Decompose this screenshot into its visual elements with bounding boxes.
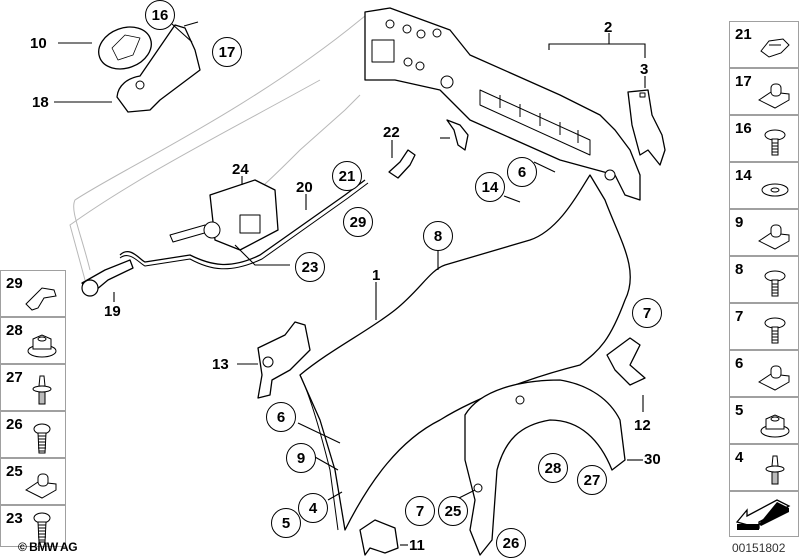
callout-circle-26: 26 bbox=[496, 528, 526, 558]
legend-cell-26: 26 bbox=[0, 411, 66, 458]
forward-direction-arrow-icon bbox=[735, 499, 791, 530]
legend-cell-17: 17 bbox=[729, 68, 799, 115]
bracket-part-3 bbox=[627, 89, 666, 166]
callout-24: 30 bbox=[644, 451, 661, 468]
callout-circle-27: 27 bbox=[577, 465, 607, 495]
screw-part-20 bbox=[388, 149, 416, 179]
legend-cell-9: 9 bbox=[729, 209, 799, 256]
callout-19: 20 bbox=[296, 179, 313, 196]
legend-cell-6: 6 bbox=[729, 350, 799, 397]
callout-13: 13 bbox=[212, 356, 229, 373]
callout-circle-9: 9 bbox=[286, 443, 316, 473]
legend-part-number: 25 bbox=[6, 463, 23, 480]
legend-part-number: 6 bbox=[735, 355, 744, 372]
legend-cell-8: 8 bbox=[729, 256, 799, 303]
legend-part-number: 7 bbox=[735, 308, 744, 325]
legend-cell-7: 7 bbox=[729, 303, 799, 350]
fuel-filler-housing bbox=[116, 24, 201, 113]
bracket-part-30 bbox=[446, 119, 469, 151]
callout-circle-14: 14 bbox=[475, 172, 505, 202]
copyright-label: © BMW AG bbox=[18, 540, 78, 554]
callout-15: 18 bbox=[32, 94, 49, 111]
legend-part-number: 26 bbox=[6, 416, 23, 433]
document-number: 00151802 bbox=[732, 541, 786, 555]
bracket-part-11 bbox=[359, 519, 399, 556]
legend-cell-4: 4 bbox=[729, 444, 799, 491]
expanding-rivet-icon bbox=[32, 375, 52, 405]
callout-3: 3 bbox=[640, 61, 649, 78]
cable-part-19 bbox=[119, 179, 366, 266]
legend-cell-28: 28 bbox=[0, 317, 66, 364]
callout-18: 19 bbox=[104, 303, 121, 320]
legend-cell-29: 29 bbox=[0, 270, 66, 317]
callout-circle-29: 29 bbox=[343, 207, 373, 237]
sheet-metal-screw-icon bbox=[33, 512, 51, 543]
legend-part-number: 27 bbox=[6, 369, 23, 386]
callout-circle-23: 23 bbox=[295, 252, 325, 282]
callout-11: 11 bbox=[409, 537, 425, 554]
legend-part-number: 5 bbox=[735, 402, 744, 419]
callout-circle-5: 5 bbox=[271, 508, 301, 538]
legend-cell-5: 5 bbox=[729, 397, 799, 444]
ghost-body-outline bbox=[73, 11, 371, 271]
callout-22: 24 bbox=[232, 161, 249, 178]
collar-screw-icon bbox=[764, 270, 786, 297]
wheel-arch-liner-part-24 bbox=[464, 379, 626, 556]
legend-cell-16: 16 bbox=[729, 115, 799, 162]
collar-screw-icon bbox=[764, 317, 786, 344]
legend-part-number: 14 bbox=[735, 167, 752, 184]
legend-part-number: 21 bbox=[735, 26, 752, 43]
callout-circle-4: 4 bbox=[298, 493, 328, 523]
callout-12: 12 bbox=[634, 417, 651, 434]
legend-part-number: 4 bbox=[735, 449, 744, 466]
side-panel-part-1 bbox=[299, 174, 631, 531]
clip-nut-icon bbox=[25, 473, 57, 499]
washer-icon bbox=[761, 183, 789, 197]
legend-cell-23: 23 bbox=[0, 505, 66, 547]
bracket-part-12 bbox=[606, 337, 646, 386]
clip-nut-icon bbox=[758, 83, 790, 109]
callout-circle-28: 28 bbox=[538, 453, 568, 483]
legend-cell-27: 27 bbox=[0, 364, 66, 411]
callout-circle-17: 17 bbox=[212, 37, 242, 67]
bracket-part-13 bbox=[257, 321, 311, 399]
callout-circle-25: 25 bbox=[438, 496, 468, 526]
callout-circle-7-lower: 7 bbox=[405, 496, 435, 526]
collar-nut-icon bbox=[760, 414, 790, 438]
callout-2: 2 bbox=[604, 19, 613, 36]
legend-cell-25: 25 bbox=[0, 458, 66, 505]
callout-circle-6-upper: 6 bbox=[507, 157, 537, 187]
sheet-metal-screw-icon bbox=[33, 423, 51, 454]
callout-10: 10 bbox=[30, 35, 47, 52]
callout-circle-7-upper: 7 bbox=[632, 298, 662, 328]
callout-20: 22 bbox=[383, 124, 400, 141]
callout-circle-16: 16 bbox=[145, 0, 175, 30]
collar-screw-icon bbox=[764, 129, 786, 156]
legend-part-number: 23 bbox=[6, 510, 23, 527]
callout-circle-6-lower: 6 bbox=[266, 402, 296, 432]
bracket-clip-icon bbox=[25, 287, 57, 311]
callout-circle-8: 8 bbox=[423, 221, 453, 251]
clip-nut-icon bbox=[758, 365, 790, 391]
legend-part-number: 17 bbox=[735, 73, 752, 90]
legend-part-number: 8 bbox=[735, 261, 744, 278]
legend-cell-21: 21 bbox=[729, 21, 799, 68]
legend-cell-14: 14 bbox=[729, 162, 799, 209]
clip-nut-icon bbox=[758, 224, 790, 250]
direction-arrow-cell bbox=[729, 491, 799, 537]
legend-part-number: 28 bbox=[6, 322, 23, 339]
expanding-rivet-icon bbox=[765, 455, 785, 485]
legend-part-number: 16 bbox=[735, 120, 752, 137]
callout-circle-21: 21 bbox=[332, 161, 362, 191]
clip-icon bbox=[760, 38, 790, 58]
callout-1: 1 bbox=[372, 267, 381, 284]
legend-part-number: 9 bbox=[735, 214, 744, 231]
collar-nut-icon bbox=[27, 334, 57, 358]
legend-part-number: 29 bbox=[6, 275, 23, 292]
